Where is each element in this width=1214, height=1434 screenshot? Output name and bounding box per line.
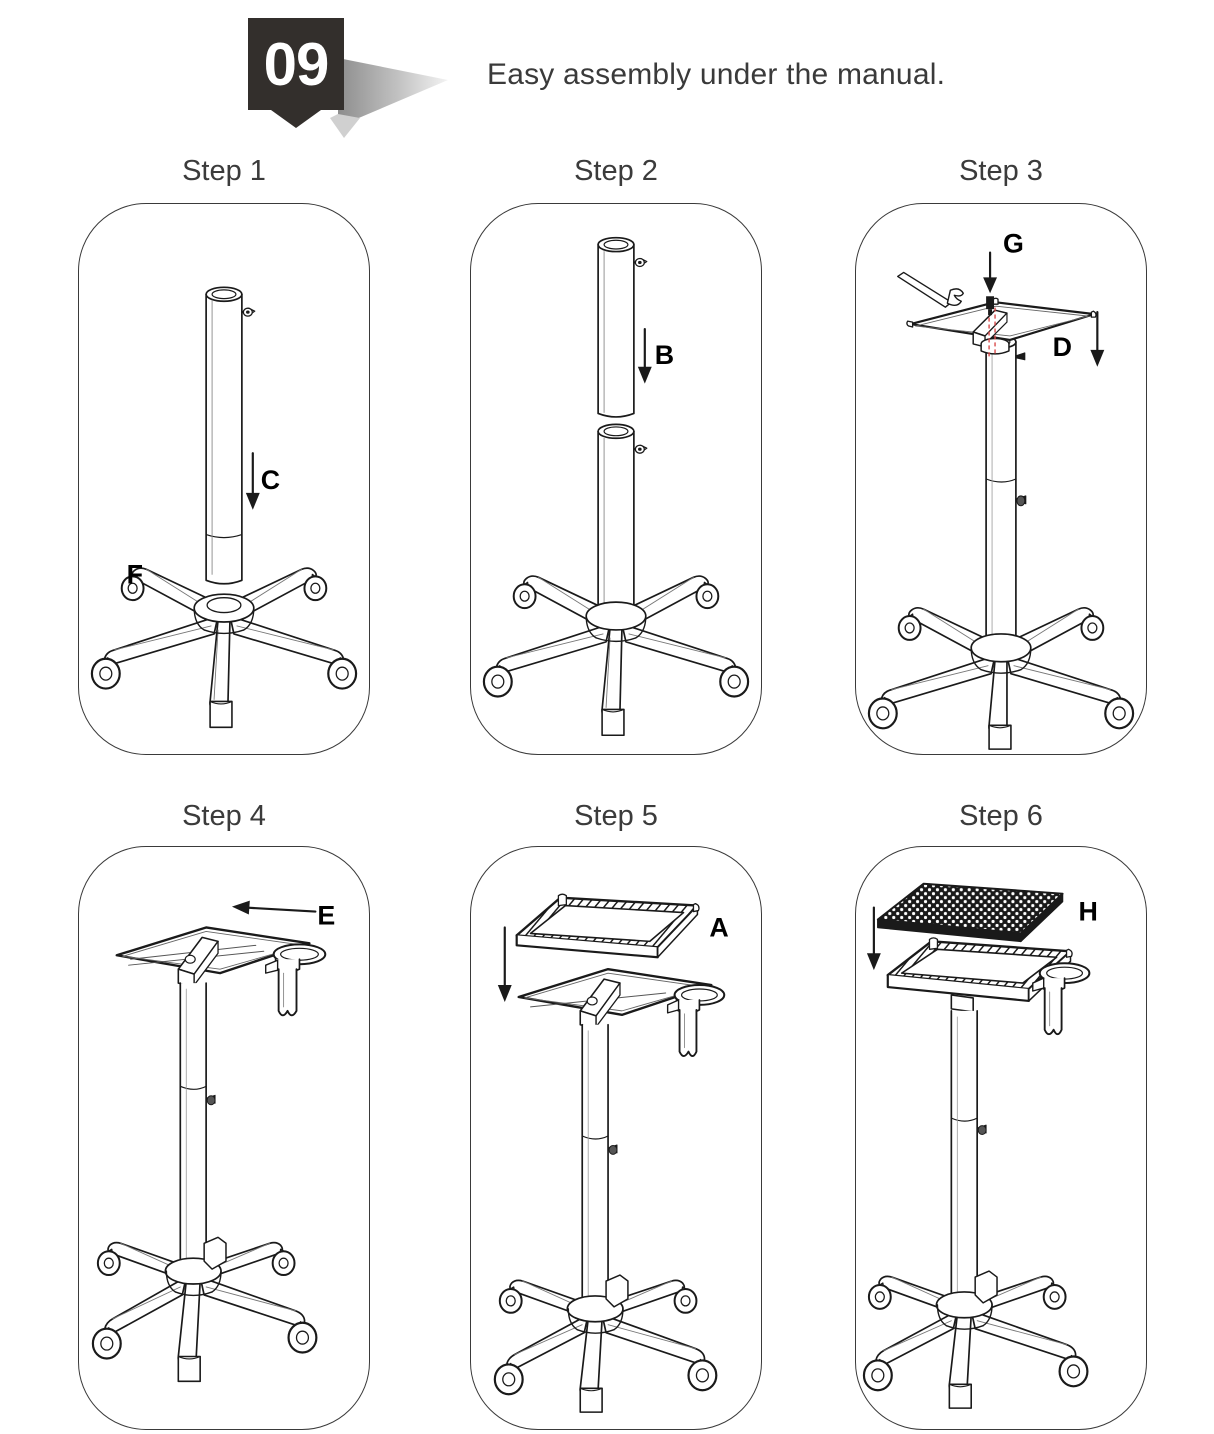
- caster-wheel: [303, 573, 328, 602]
- step-5-title: Step 5: [574, 800, 658, 832]
- caster-wheel: [867, 1282, 892, 1310]
- anti-slip-mat-graphic: [876, 882, 1064, 943]
- desk-tray-graphic: [886, 937, 1073, 1013]
- step-2-panel: B: [470, 203, 762, 755]
- caster-wheel: [988, 724, 1012, 750]
- step-1-title: Step 1: [182, 155, 266, 187]
- caster-wheel: [120, 573, 145, 602]
- caster-wheel: [601, 708, 625, 737]
- caster-wheel: [948, 1383, 972, 1409]
- caster-wheel: [1104, 696, 1135, 730]
- caster-wheel: [493, 1362, 524, 1396]
- desk-tray-graphic: [515, 893, 700, 959]
- caster-wheel: [287, 1321, 318, 1354]
- caster-base-graphic: [90, 567, 358, 729]
- caster-base-graphic: [493, 1274, 718, 1413]
- arrow-down-g: [983, 251, 998, 294]
- badge-shield-shape: [248, 18, 344, 128]
- cup-holder-graphic: [1032, 962, 1091, 1036]
- label-b: B: [655, 340, 674, 370]
- caster-wheel: [673, 1286, 698, 1314]
- step-5-illustration: A: [493, 893, 729, 1413]
- caster-wheel: [96, 1248, 121, 1277]
- caster-wheel: [579, 1387, 603, 1413]
- telescoping-pole-graphic: [581, 1023, 618, 1307]
- support-plate-graphic: [517, 967, 713, 1030]
- step-3-panel: G D: [855, 203, 1147, 755]
- step-1-panel: C F: [78, 203, 370, 755]
- telescoping-pole-graphic: [179, 982, 216, 1269]
- caster-base-graphic: [91, 1236, 318, 1383]
- caster-wheel: [271, 1248, 296, 1277]
- step-1-illustration: C F: [90, 286, 358, 729]
- arrow-down-h: [866, 906, 881, 971]
- step-2-cell: Step 2: [470, 155, 762, 755]
- caster-base-graphic: [867, 607, 1135, 750]
- caster-wheel: [719, 665, 750, 698]
- arrow-left-e: [231, 900, 317, 915]
- step-6-panel: H: [855, 846, 1147, 1430]
- step-4-illustration: E: [91, 900, 335, 1383]
- step-4-title: Step 4: [182, 800, 266, 832]
- caster-wheel: [177, 1355, 201, 1383]
- step-5-cell: Step 5: [470, 800, 762, 1430]
- arrow-down-a: [497, 926, 512, 1002]
- badge-number: 09: [263, 31, 330, 98]
- extension-pole-graphic: [597, 236, 648, 418]
- step-4-panel: E: [78, 846, 370, 1430]
- badge-shadow: [330, 58, 448, 138]
- caster-wheel: [695, 581, 720, 610]
- step-3-title: Step 3: [959, 155, 1043, 187]
- wrench-icon: [897, 271, 964, 308]
- caster-wheel: [512, 581, 537, 610]
- step-6-illustration: H: [862, 882, 1098, 1409]
- caster-wheel: [897, 613, 922, 641]
- step-3-illustration: G D: [867, 229, 1135, 750]
- caster-wheel: [1042, 1282, 1067, 1310]
- step-5-panel: A: [470, 846, 762, 1430]
- installed-pole-graphic: [597, 423, 648, 613]
- fixing-screw-graphic: [986, 296, 995, 316]
- step-3-cell: Step 3: [855, 155, 1147, 755]
- arrow-down-c: [245, 452, 260, 510]
- arrow-down-d: [1090, 311, 1105, 367]
- cup-holder-graphic: [666, 984, 726, 1057]
- caster-wheel: [209, 700, 233, 729]
- label-a: A: [709, 912, 728, 942]
- step-badge: 09: [248, 18, 548, 138]
- caster-wheel: [867, 696, 898, 730]
- caster-wheel: [498, 1286, 523, 1314]
- caster-base-graphic: [862, 1270, 1089, 1409]
- page-header: 09 Easy assembly under the manual.: [0, 0, 1214, 150]
- step-2-title: Step 2: [574, 155, 658, 187]
- telescoping-pole-graphic: [985, 335, 1027, 644]
- step-4-cell: Step 4: [78, 800, 370, 1430]
- label-c: C: [261, 465, 280, 495]
- label-d: D: [1053, 332, 1072, 362]
- label-f: F: [127, 559, 143, 589]
- caster-wheel: [91, 1327, 122, 1360]
- step-6-title: Step 6: [959, 800, 1043, 832]
- step-1-cell: Step 1: [78, 155, 370, 755]
- caster-wheel: [327, 657, 358, 690]
- cup-holder-graphic: [265, 943, 327, 1017]
- page-title: Easy assembly under the manual.: [487, 58, 946, 91]
- label-h: H: [1078, 897, 1097, 927]
- upper-pole-graphic: [205, 286, 256, 585]
- step-6-cell: Step 6: [855, 800, 1147, 1430]
- telescoping-pole-graphic: [950, 1010, 987, 1303]
- caster-wheel: [1080, 613, 1105, 641]
- step-2-illustration: B: [482, 236, 750, 737]
- caster-base-graphic: [482, 575, 750, 737]
- label-e: E: [317, 900, 335, 930]
- caster-wheel: [90, 657, 121, 690]
- arrow-down-b: [637, 327, 652, 384]
- caster-wheel: [862, 1358, 893, 1392]
- caster-wheel: [1058, 1354, 1089, 1388]
- caster-wheel: [687, 1358, 718, 1392]
- caster-wheel: [482, 665, 513, 698]
- label-g: G: [1003, 229, 1024, 259]
